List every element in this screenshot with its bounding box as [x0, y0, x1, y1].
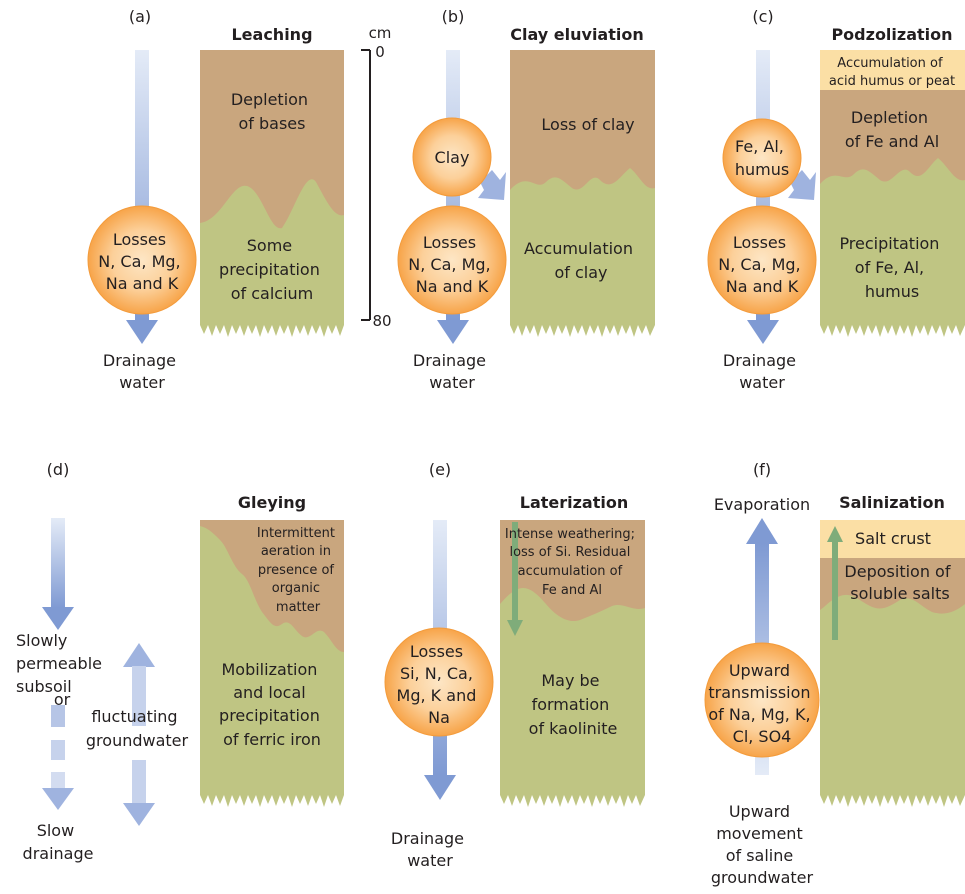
- groundwater-arrow-down-head: [123, 803, 155, 826]
- slow-drainage-arrow-head: [42, 607, 74, 630]
- panel-f-salt-crust-label: Salt crust: [855, 529, 931, 548]
- losses-circle: [384, 627, 494, 737]
- weathering-arrow-head: [507, 620, 523, 636]
- panel-a-upper-label: Depletion of bases: [231, 90, 313, 133]
- panel-f-upper-label: Deposition of soluble salts: [844, 562, 955, 603]
- drainage-arrow-head: [747, 320, 779, 344]
- panel-d-title: Gleying: [238, 493, 306, 512]
- soil-column-c: [820, 50, 965, 337]
- scale-bottom: 80: [372, 312, 391, 330]
- fe-al-humus-circle: [722, 118, 802, 198]
- panel-d-or-label: or: [54, 690, 71, 709]
- panel-b-losses-label: Losses N, Ca, Mg, Na and K: [408, 233, 495, 296]
- panel-b-upper-label: Loss of clay: [541, 115, 634, 134]
- panel-f: (f) Evaporation Salinization Salt crust …: [704, 460, 965, 887]
- panel-e-upper-label: Intense weathering; loss of Si. Residual…: [505, 527, 639, 598]
- scale-unit: cm: [369, 24, 392, 42]
- panel-d-upper-label: Intermittent aeration in presence of org…: [257, 526, 339, 615]
- losses-circle: [397, 205, 507, 315]
- panel-b-clay-label: Clay: [435, 148, 470, 167]
- clay-circle: [412, 117, 492, 197]
- panel-b-lower-label: Accumulation of clay: [524, 239, 638, 282]
- soil-column-b: [510, 50, 655, 337]
- salt-uptake-arrow-shaft: [832, 540, 838, 640]
- panel-a-drainage-label: Drainage water: [103, 351, 181, 392]
- upward-transmission-circle: [704, 642, 820, 758]
- panel-c-losses-label: Losses N, Ca, Mg, Na and K: [718, 233, 805, 296]
- evaporation-arrow-head: [746, 518, 778, 544]
- depth-scale: cm 0 80: [361, 24, 392, 330]
- soil-column-e: [500, 520, 645, 807]
- salt-uptake-arrow-head: [827, 526, 843, 542]
- panel-b: (b) Clay eluviation Loss of clay Accumul…: [397, 7, 655, 392]
- panel-c-title: Podzolization: [831, 25, 952, 44]
- slow-drainage-arrow-shaft: [51, 518, 65, 608]
- losses-circle: [87, 205, 197, 315]
- groundwater-arrow-shaft: [132, 666, 146, 726]
- panel-b-drainage-label: Drainage water: [413, 351, 491, 392]
- panel-e-letter: (e): [429, 460, 451, 479]
- panel-e-drainage-label: Drainage water: [391, 829, 469, 870]
- panel-f-transmission-label: Upward transmission of Na, Mg, K, Cl, SO…: [708, 661, 815, 746]
- panel-f-evaporation-label: Evaporation: [714, 495, 810, 514]
- panel-a-letter: (a): [129, 7, 151, 26]
- panel-b-title: Clay eluviation: [510, 25, 643, 44]
- panel-f-groundwater-label: Upward movement of saline groundwater: [711, 802, 814, 887]
- dashed-segment: [51, 740, 65, 760]
- panel-a-losses-label: Losses N, Ca, Mg, Na and K: [98, 230, 185, 293]
- panel-e-title: Laterization: [520, 493, 629, 512]
- panel-c: (c) Podzolization Accumulation of acid h…: [707, 7, 965, 392]
- panel-e: (e) Laterization Intense weathering; los…: [384, 460, 645, 870]
- panel-d-right-label: fluctuating groundwater: [86, 707, 189, 750]
- drainage-arrow-head: [437, 320, 469, 344]
- soil-column-a: [200, 50, 344, 337]
- drainage-arrow-head: [126, 320, 158, 344]
- panel-c-drainage-label: Drainage water: [723, 351, 801, 392]
- panel-f-letter: (f): [753, 460, 771, 479]
- losses-circle: [707, 205, 817, 315]
- soil-column-f: [820, 520, 965, 807]
- panel-c-upper-label: Depletion of Fe and Al: [845, 108, 939, 151]
- groundwater-arrow-up-head: [123, 643, 155, 667]
- drainage-arrow-head: [424, 775, 456, 800]
- panel-d-slow-drainage-label: Slow drainage: [23, 821, 94, 863]
- panel-c-top-band-label: Accumulation of acid humus or peat: [829, 56, 955, 89]
- groundwater-arrow-shaft: [132, 760, 146, 804]
- panel-d: (d) Gleying Intermittent aeration in pre…: [16, 460, 344, 863]
- panel-e-losses-label: Losses Si, N, Ca, Mg, K and Na: [397, 642, 482, 727]
- panel-c-lower-label: Precipitation of Fe, Al, humus: [839, 234, 944, 301]
- dashed-segment: [51, 772, 65, 788]
- panel-c-small-circle-label: Fe, Al, humus: [735, 137, 789, 179]
- panel-c-letter: (c): [752, 7, 773, 26]
- soil-column-d: [200, 520, 344, 807]
- panel-d-left-label: Slowly permeable subsoil: [16, 631, 107, 696]
- panel-a-lower-label: Some precipitation of calcium: [219, 236, 325, 303]
- panel-a: (a) Leaching Depletion of bases Some pre…: [87, 7, 344, 392]
- weathering-arrow-shaft: [512, 522, 518, 622]
- panel-f-title: Salinization: [839, 493, 945, 512]
- slow-drainage-lower-head: [42, 788, 74, 810]
- dashed-segment: [51, 705, 65, 727]
- panel-a-title: Leaching: [231, 25, 312, 44]
- panel-d-lower-label: Mobilization and local precipitation of …: [219, 660, 325, 749]
- panel-d-letter: (d): [47, 460, 70, 479]
- panel-b-letter: (b): [442, 7, 465, 26]
- scale-top: 0: [375, 43, 385, 61]
- panel-e-lower-label: May be formation of kaolinite: [529, 671, 618, 738]
